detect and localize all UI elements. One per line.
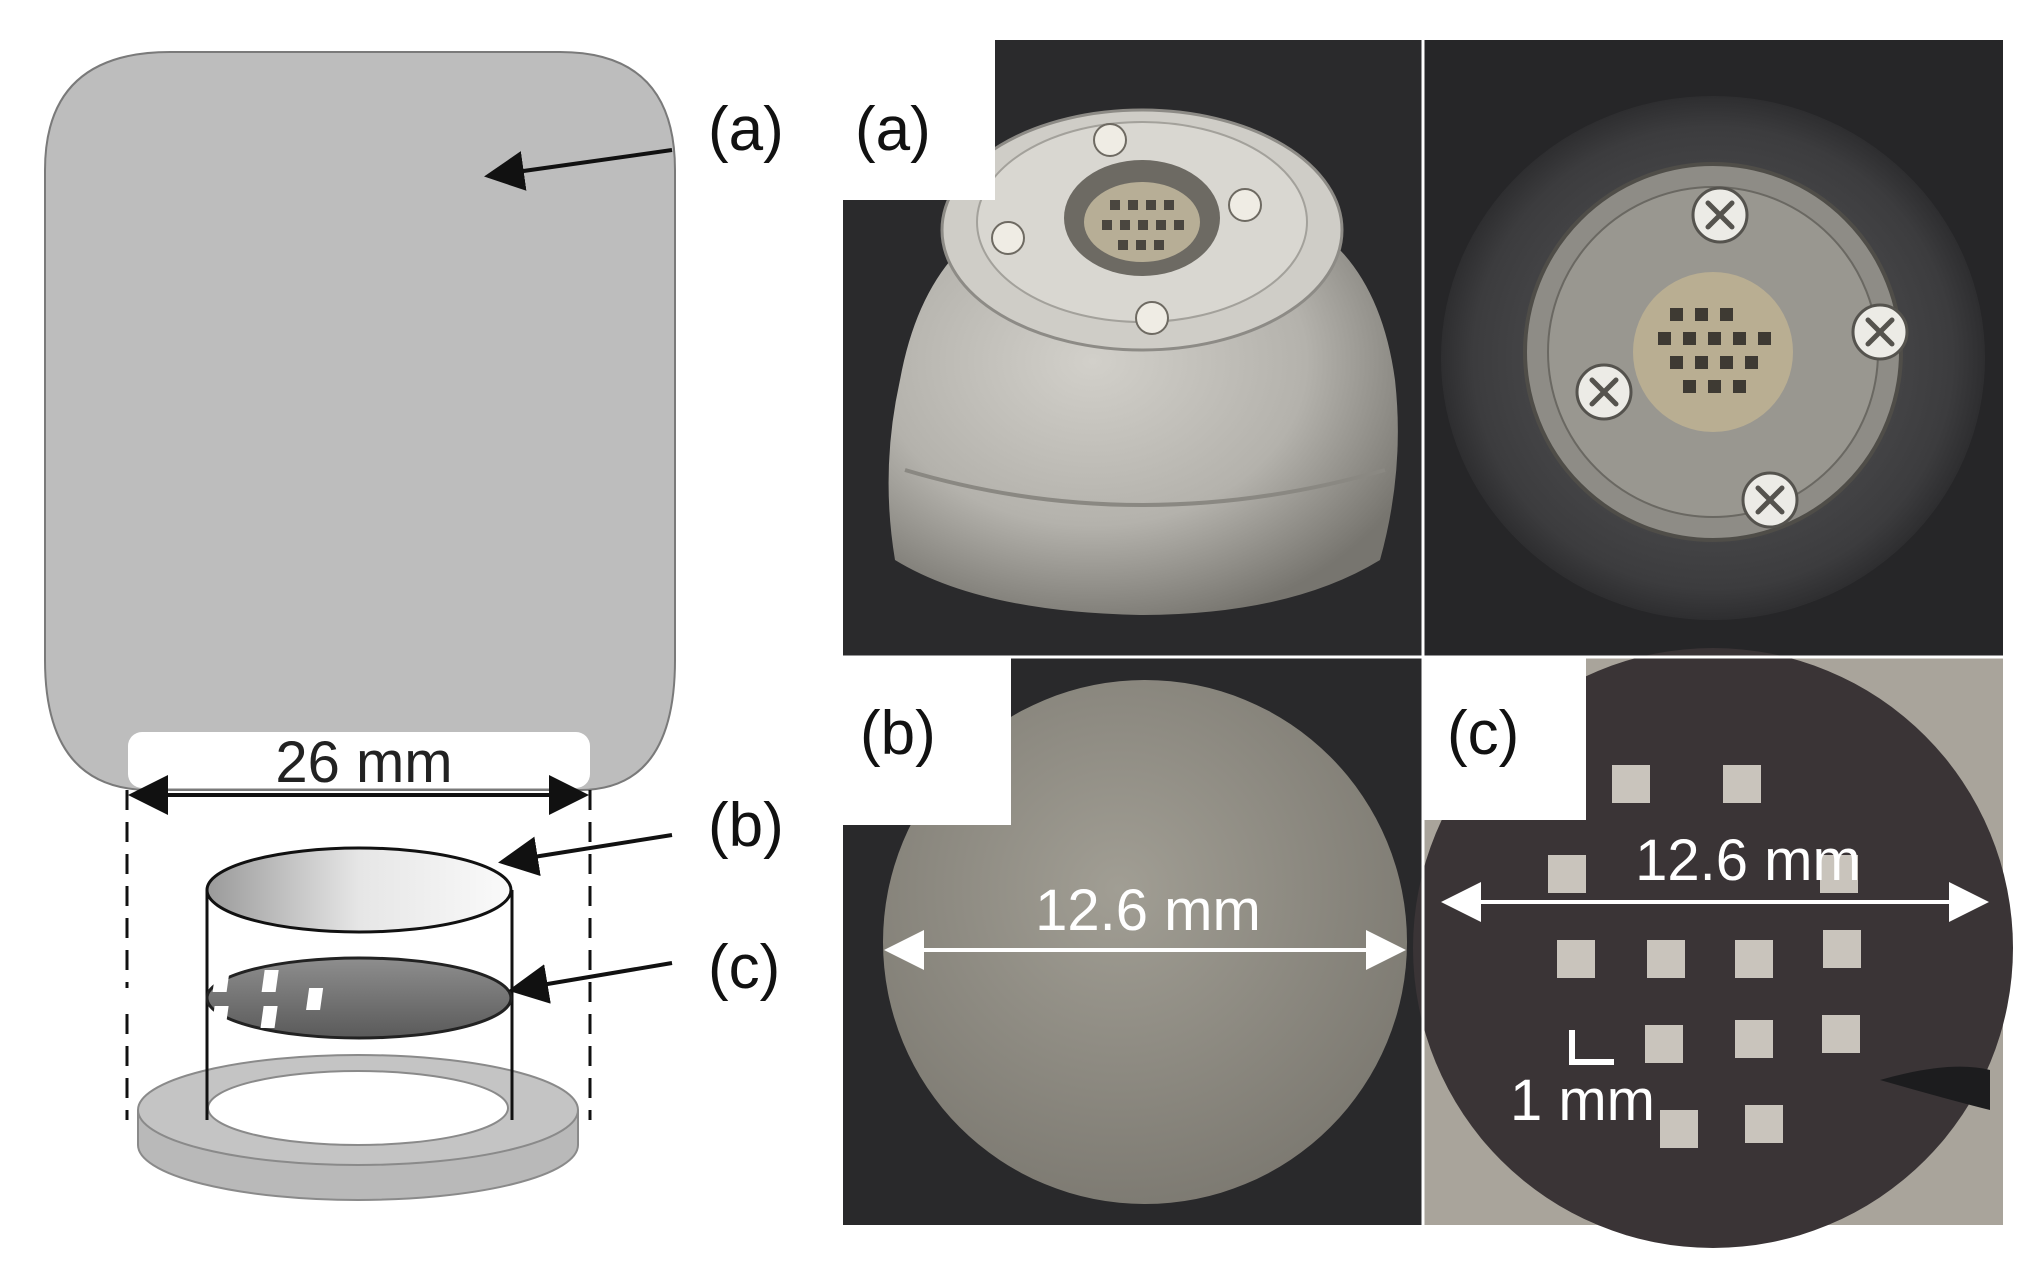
photo-sample-disc: 12.6 mm (b) [843,657,1423,1225]
dimension-26mm: 26 mm [275,730,452,795]
photo-holder-top [1423,40,2003,657]
label-box-photo-b [843,657,1011,825]
scale-bar-label: 1 mm [1510,1068,1655,1133]
label-b: (b) [708,791,784,860]
dimension-label-box [128,732,590,788]
label-a: (a) [708,95,784,164]
photo-mask: 12.6 mm 1 mm (c) [1413,648,2013,1248]
label-box-photo-a [843,40,995,200]
arrow-a [484,148,673,191]
photo-label-a: (a) [855,95,931,164]
schematic: 26 mm [44,51,784,1201]
photo-label-c: (c) [1447,699,1519,768]
dimension-disc: 12.6 mm [1035,878,1261,943]
photo-label-b: (b) [860,699,936,768]
arrow-c [508,961,673,1004]
dimension-mask: 12.6 mm [1635,828,1861,893]
photo-holder-side: (a) [843,40,1423,657]
base-ring [137,1054,579,1201]
scale-bar [1569,1030,1614,1065]
mask-disc [116,956,513,1040]
label-c: (c) [708,933,780,1002]
label-box-photo-c [1423,657,1586,820]
sample-disc [205,846,513,934]
arrow-b [498,833,673,877]
